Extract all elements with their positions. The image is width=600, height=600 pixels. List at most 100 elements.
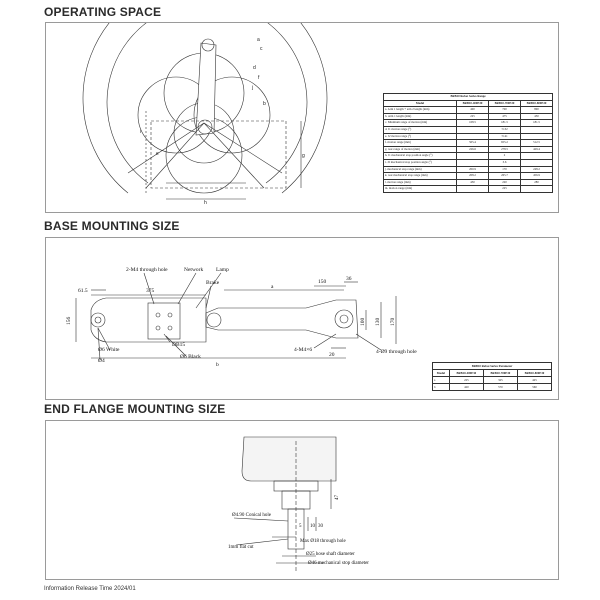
table-cell: 425 bbox=[516, 376, 553, 384]
table-cell: 655.2 bbox=[488, 139, 521, 147]
table-cell: h. J1 mechanical stop position angle (°) bbox=[383, 152, 457, 160]
param-header-cell: BRB10-800E30 bbox=[516, 369, 553, 377]
end-flange-panel: 47 5 10 30 Ø4.90 Conical hole 1mm flat c… bbox=[45, 420, 559, 580]
table-cell: a. Arm 1 length + arm 2 length (mm) bbox=[383, 106, 457, 114]
table-cell bbox=[456, 158, 489, 167]
op-label-a: a bbox=[257, 37, 260, 43]
op-label-h: h bbox=[204, 200, 207, 206]
table-cell: 181.5 bbox=[520, 119, 553, 127]
table-cell: e. J2 motion range (°) bbox=[383, 132, 457, 141]
table-cell: a bbox=[432, 376, 450, 384]
table-cell: 325 bbox=[482, 376, 518, 384]
table-cell: l. motion range (mm) bbox=[383, 178, 457, 187]
table-cell: 200.9 bbox=[456, 165, 489, 174]
table-cell: 280 bbox=[520, 178, 553, 187]
table-cell bbox=[520, 125, 553, 134]
dim-10: 10 bbox=[310, 524, 316, 529]
table-row: d. J1 motion range (°)±132 bbox=[383, 125, 553, 134]
table-cell: 220 bbox=[488, 178, 521, 187]
table-cell: 420 bbox=[448, 383, 484, 391]
table-cell: i. J2 mechanical stop position angle (°) bbox=[383, 158, 457, 167]
table-cell: 225 bbox=[456, 112, 489, 121]
table-cell bbox=[520, 158, 553, 167]
table-cell: 456.9 bbox=[520, 172, 553, 180]
table-cell: 430 bbox=[456, 178, 489, 187]
end-flange-drawing: 47 5 10 30 Ø4.90 Conical hole 1mm flat c… bbox=[228, 436, 369, 571]
callout-m4x6: 4-M4×6 bbox=[294, 347, 312, 353]
callout-stop: Ø46 mechanical stop diameter bbox=[308, 561, 369, 566]
table-row: m. motion range (mm) 225 bbox=[383, 185, 553, 193]
operating-space-panel: a b c d e f g h i j BRB10 Robot Series R… bbox=[45, 22, 559, 213]
dim-130: 130 bbox=[375, 318, 381, 327]
table-cell: 570 bbox=[482, 383, 518, 391]
table-cell: 181.5 bbox=[488, 119, 521, 127]
dim-b: b bbox=[216, 362, 219, 368]
param-header-cell: Model bbox=[432, 369, 450, 377]
table-cell: 2 bbox=[488, 152, 521, 160]
table-row: h. J1 mechanical stop position angle (°)… bbox=[383, 152, 553, 160]
table-cell: ±141 bbox=[488, 132, 521, 141]
op-label-c: c bbox=[260, 46, 263, 52]
op-label-f: f bbox=[258, 75, 260, 81]
table-cell: 248.2 bbox=[520, 165, 553, 174]
param-header-cell: BRB10-400E30 bbox=[448, 369, 484, 377]
range-header-cell: Model bbox=[383, 99, 457, 108]
range-table: BRB10 Robot Series Range Model BRB10-400… bbox=[383, 93, 553, 193]
range-table-title: BRB10 Robot Series Range bbox=[383, 93, 553, 101]
range-header-cell: BRB10-800E30 bbox=[520, 99, 553, 108]
table-cell: c. Minimum range of motion (mm) bbox=[383, 119, 457, 127]
table-cell: 3.6 bbox=[488, 158, 521, 167]
dim-375: 375 bbox=[146, 288, 155, 294]
dim-61-5: 61.5 bbox=[78, 288, 88, 294]
table-cell: 226.6 bbox=[456, 145, 489, 154]
base-mounting-panel: 61.5 375 156 a 150 36 100 130 170 20 b 2… bbox=[45, 237, 559, 400]
operating-space-title: OPERATING SPACE bbox=[44, 5, 162, 19]
range-header-cell: BRB10-700E30 bbox=[488, 99, 521, 108]
table-cell: 225 bbox=[448, 376, 484, 384]
operating-space-drawing: a b c d e f g h i j bbox=[82, 23, 328, 206]
op-label-i: i bbox=[140, 129, 141, 135]
callout-db15: DB15 bbox=[172, 342, 185, 348]
callout-network: Network bbox=[184, 267, 203, 273]
table-cell bbox=[456, 132, 489, 141]
dim-100: 100 bbox=[360, 318, 366, 327]
table-cell: 560 bbox=[516, 383, 553, 391]
table-cell bbox=[520, 132, 553, 141]
callout-hole9: 4-Ø9 through hole bbox=[376, 349, 417, 355]
table-cell: 278.5 bbox=[488, 145, 521, 154]
parameter-table: BRB10 Robot Series Parameter Model BRB10… bbox=[432, 362, 553, 391]
callout-conical: Ø4.90 Conical hole bbox=[232, 513, 272, 518]
op-label-g: g bbox=[302, 153, 305, 159]
param-header-cell: BRB10-700E30 bbox=[482, 369, 518, 377]
release-time-footer: Information Release Time 2024/01 bbox=[44, 586, 136, 592]
callout-d4: Ø4 bbox=[98, 358, 105, 364]
base-mounting-drawing: 61.5 375 156 a 150 36 100 130 170 20 b 2… bbox=[66, 267, 417, 368]
end-flange-title: END FLANGE MOUNTING SIZE bbox=[44, 402, 226, 416]
table-cell: 800 bbox=[520, 106, 553, 114]
dim-5: 5 bbox=[299, 524, 302, 529]
dim-30: 30 bbox=[318, 524, 324, 529]
dim-36: 36 bbox=[346, 276, 352, 282]
dim-170: 170 bbox=[390, 318, 396, 327]
callout-black: Ø6 Black bbox=[180, 354, 201, 360]
table-cell: m. motion range (mm) bbox=[383, 185, 457, 193]
table-cell: g. rear range of motion (mm) bbox=[383, 145, 457, 154]
op-label-e: e bbox=[156, 151, 159, 157]
table-cell: j. mechanical stop range (mm) bbox=[383, 165, 457, 174]
table-cell bbox=[456, 125, 489, 134]
table-cell: f. motion range (mm) bbox=[383, 139, 457, 147]
table-cell: b bbox=[432, 383, 450, 391]
table-cell: k. rear mechanical stop range (mm) bbox=[383, 172, 457, 180]
table-cell: 400 bbox=[456, 106, 489, 114]
dim-a: a bbox=[271, 284, 274, 290]
op-label-d: d bbox=[253, 65, 256, 71]
table-cell: 225 bbox=[488, 185, 521, 193]
callout-lamp: Lamp bbox=[216, 267, 229, 273]
table-row: i. J2 mechanical stop position angle (°)… bbox=[383, 158, 553, 167]
op-label-j: j bbox=[251, 85, 253, 91]
